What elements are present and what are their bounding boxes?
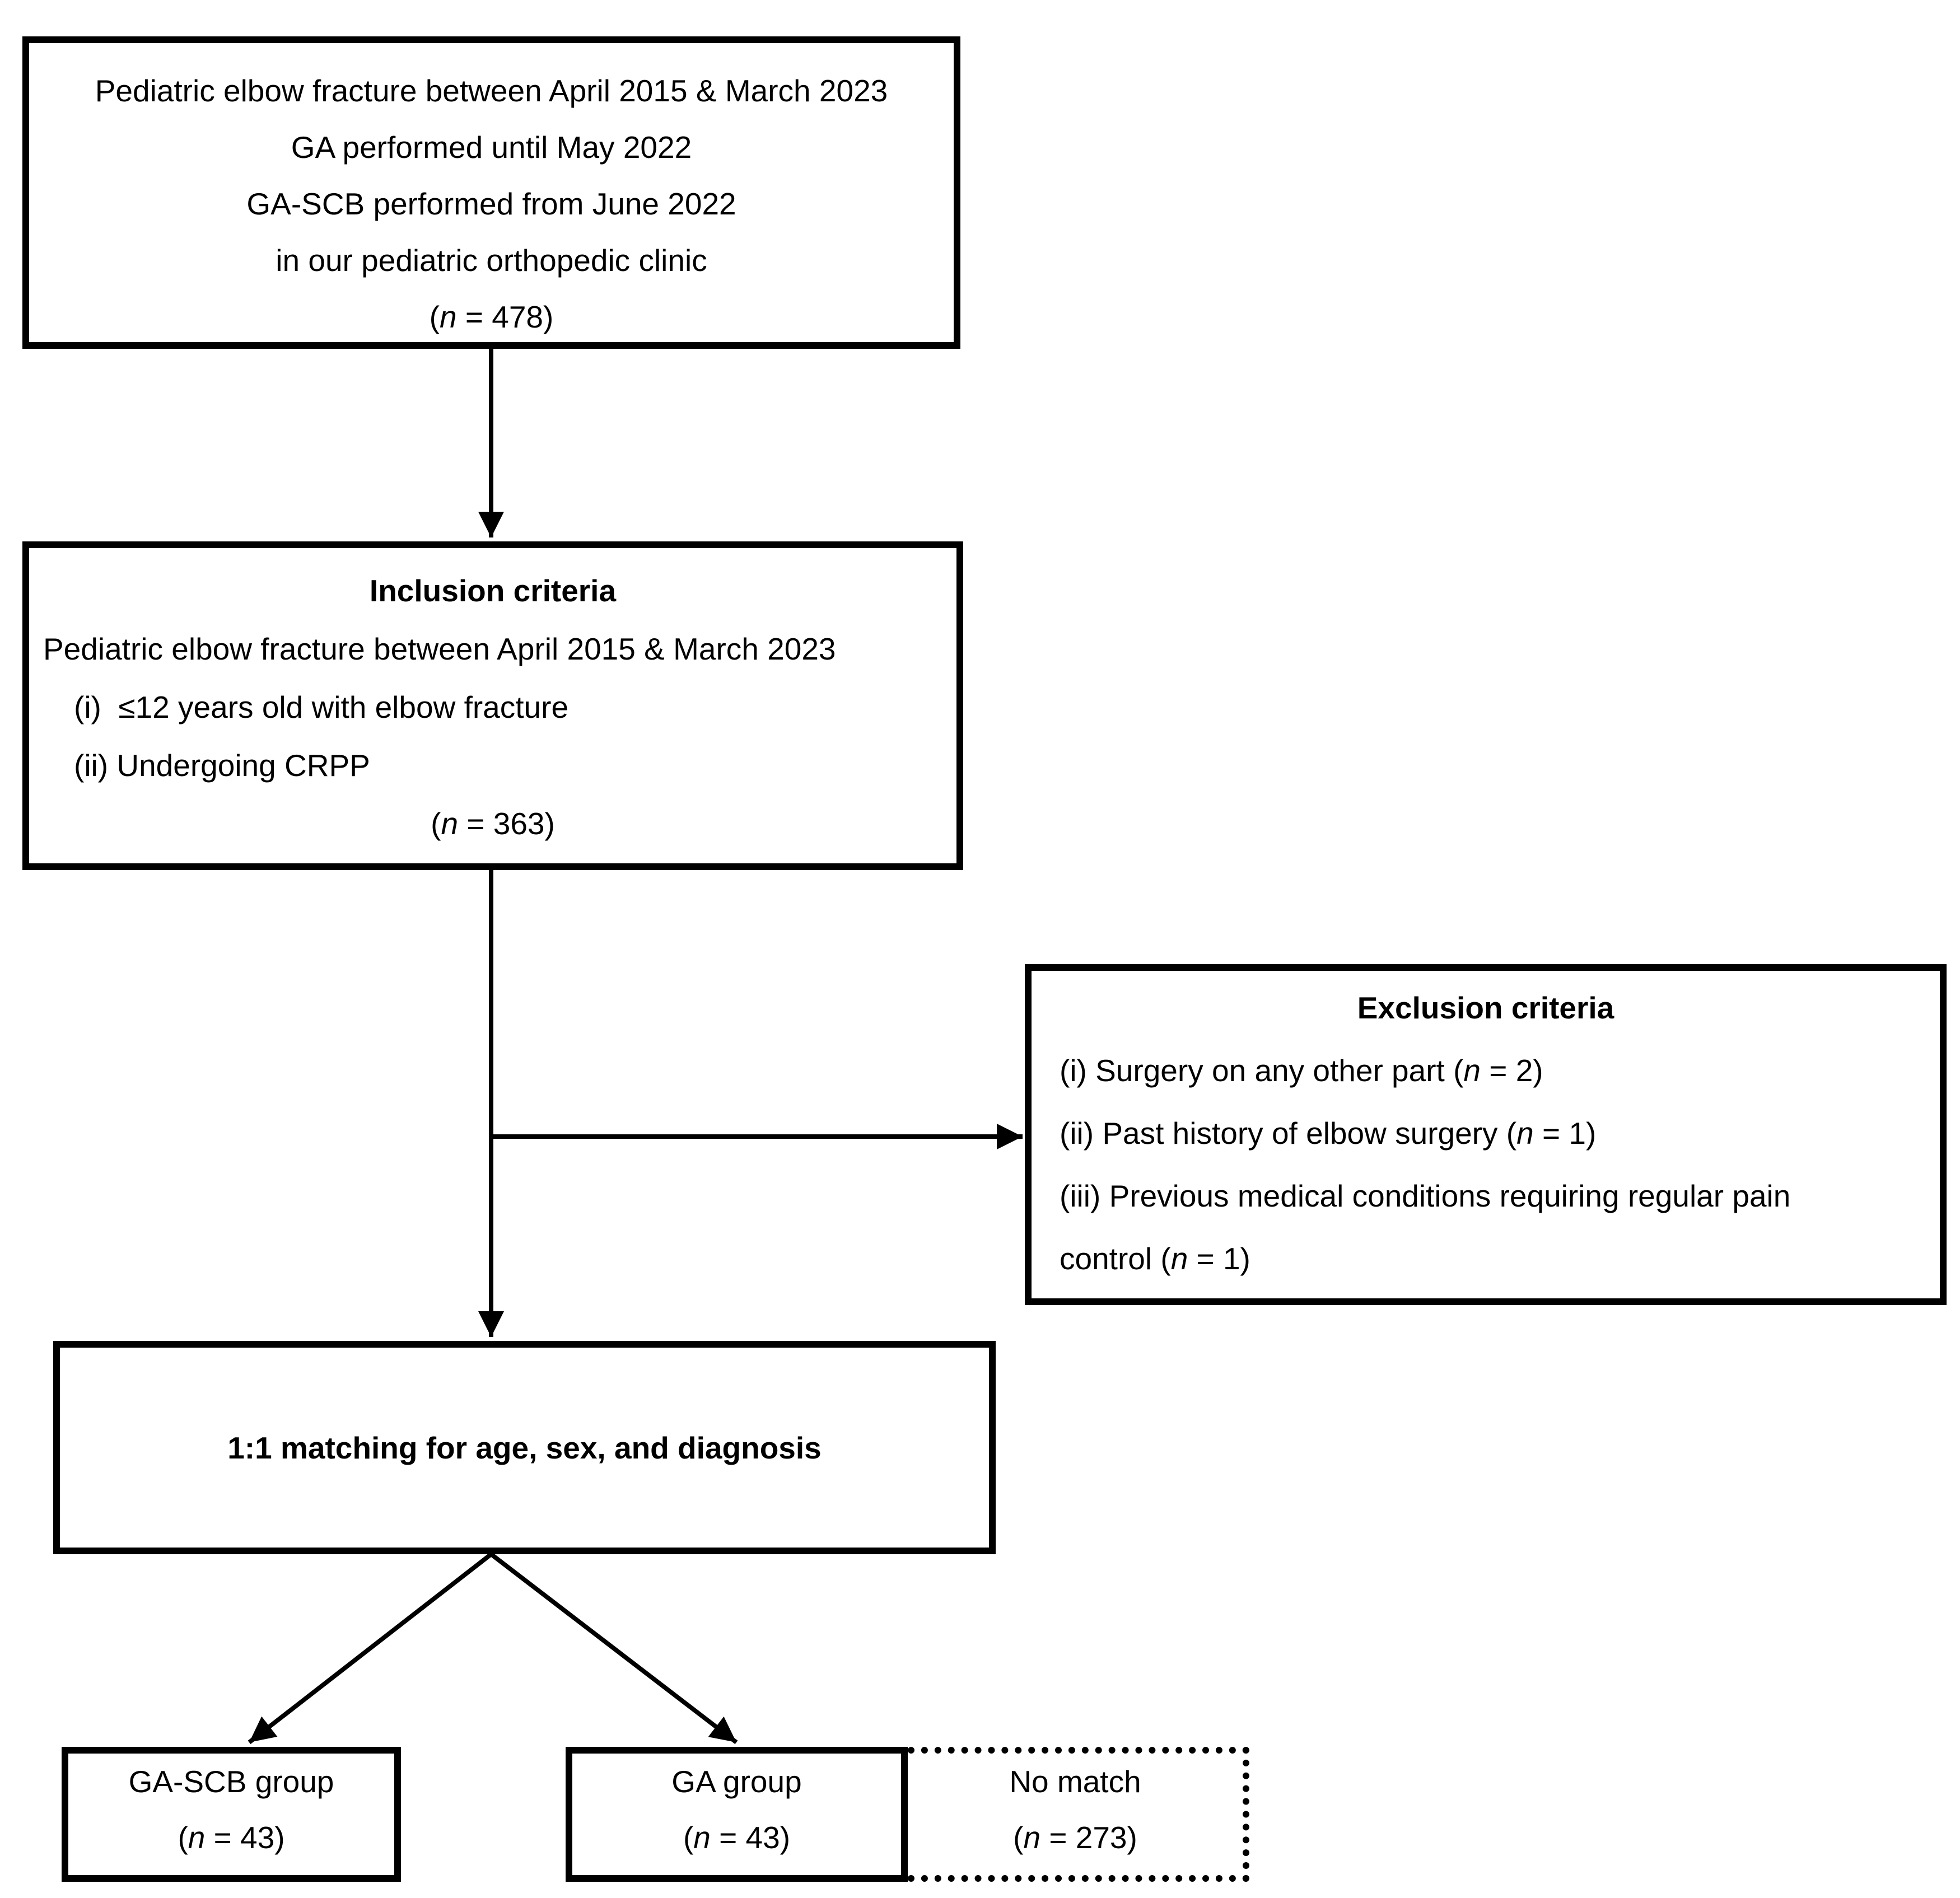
no-match-label: No match <box>1009 1764 1141 1799</box>
inclusion-criteria-box: Inclusion criteria Pediatric elbow fract… <box>22 541 963 870</box>
matching-box: 1:1 matching for age, sex, and diagnosis <box>53 1341 996 1554</box>
population-line-2: GA performed until May 2022 <box>291 130 692 165</box>
inclusion-subtitle: Pediatric elbow fracture between April 2… <box>43 632 836 666</box>
ga-group-label: GA group <box>671 1764 802 1799</box>
inclusion-title: Inclusion criteria <box>369 573 617 608</box>
ga-scb-group-n-count: (n = 43) <box>178 1820 285 1855</box>
ga-scb-group-box: GA-SCB group (n = 43) <box>62 1747 401 1882</box>
exclusion-criteria-box: Exclusion criteria (i) Surgery on any ot… <box>1025 964 1947 1305</box>
arrow-matching-to-ga <box>489 1552 738 1745</box>
inclusion-item-2: (ii) Undergoing CRPP <box>74 748 370 783</box>
exclusion-item-3-line-2: control (n = 1) <box>1060 1241 1250 1276</box>
population-line-3: GA-SCB performed from June 2022 <box>246 186 736 221</box>
population-box: Pediatric elbow fracture between April 2… <box>22 36 960 349</box>
population-line-1: Pediatric elbow fracture between April 2… <box>95 73 888 108</box>
population-n-count: (n = 478) <box>429 300 554 334</box>
matching-title: 1:1 matching for age, sex, and diagnosis <box>227 1430 822 1465</box>
no-match-box: No match (n = 273) <box>908 1747 1249 1882</box>
inclusion-item-1: (i) ≤12 years old with elbow fracture <box>74 690 569 724</box>
inclusion-n-count: (n = 363) <box>431 806 555 841</box>
exclusion-item-3-line-1: (iii) Previous medical conditions requir… <box>1060 1179 1791 1213</box>
exclusion-item-2: (ii) Past history of elbow surgery (n = … <box>1060 1116 1597 1151</box>
exclusion-item-1: (i) Surgery on any other part (n = 2) <box>1060 1053 1543 1088</box>
population-line-4: in our pediatric orthopedic clinic <box>276 243 707 278</box>
arrow-matching-to-gascb <box>248 1552 493 1745</box>
no-match-n-count: (n = 273) <box>1013 1820 1137 1855</box>
ga-group-box: GA group (n = 43) <box>566 1747 908 1882</box>
exclusion-title: Exclusion criteria <box>1357 990 1614 1025</box>
ga-scb-group-label: GA-SCB group <box>128 1764 334 1799</box>
ga-group-n-count: (n = 43) <box>683 1820 791 1855</box>
